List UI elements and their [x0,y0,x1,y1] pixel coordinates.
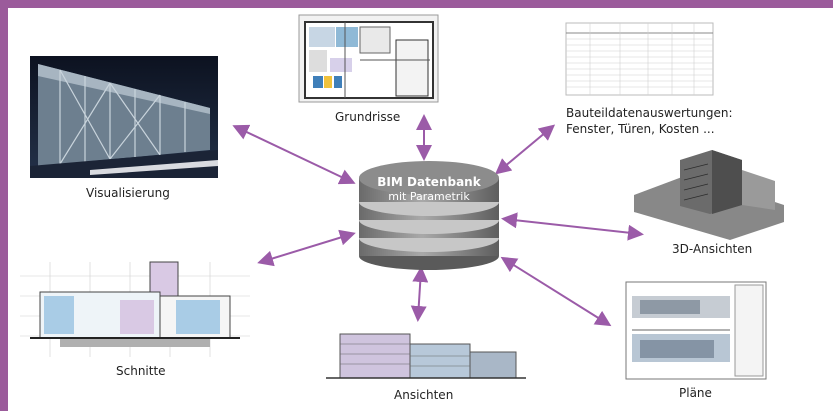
ansichten-label: Ansichten [394,388,454,402]
bauteil-label-line2: Fenster, Türen, Kosten ... [566,122,715,136]
ansichten-elevation-thumbnail [326,326,526,382]
plaene-sheet-thumbnail [625,281,767,380]
visualisierung-label: Visualisierung [86,186,170,200]
grundrisse-label: Grundrisse [335,110,401,124]
visualisierung-rendering-thumbnail [30,56,218,178]
arrow-to-plaene [500,256,612,327]
3d-ansichten-label: 3D-Ansichten [672,242,753,256]
arrow-to-visualisierung [232,124,356,185]
arrow-to-ansichten [410,266,429,322]
connector-arrows [232,114,644,327]
arrow-to-3d [501,212,644,241]
bim-database-icon [359,161,499,270]
schnitte-label: Schnitte [116,364,166,378]
database-subtitle: mit Parametrik [388,190,470,203]
bauteil-label-line1: Bauteildatenauswertungen: [566,106,733,120]
arrow-to-schnitte [257,229,356,267]
bauteil-table-thumbnail [565,22,714,96]
3d-view-thumbnail [634,150,784,240]
schnitte-section-thumbnail [20,261,250,357]
database-title: BIM Datenbank [377,175,481,189]
grundrisse-floorplan-thumbnail [298,14,439,103]
arrow-to-bauteil [494,124,556,175]
plaene-label: Pläne [679,386,712,400]
